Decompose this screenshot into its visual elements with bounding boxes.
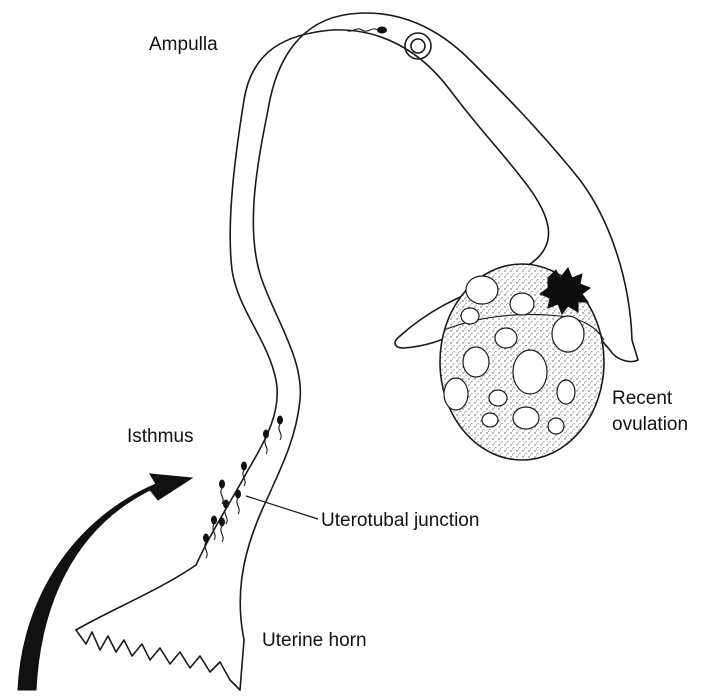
sperm-head xyxy=(203,534,209,543)
follicle xyxy=(557,380,575,404)
sperm-head xyxy=(377,27,387,34)
uterine-horn-left xyxy=(76,565,196,630)
uterine-horn-cut-edge xyxy=(76,630,240,690)
sperm-tail xyxy=(225,508,227,524)
sperm-head xyxy=(219,518,225,527)
sperm-tail xyxy=(237,498,239,514)
follicle xyxy=(463,347,489,377)
sperm-head xyxy=(211,516,217,525)
follicle xyxy=(548,418,564,434)
ovum-outer xyxy=(405,33,431,59)
sperm-head xyxy=(263,430,269,439)
sperm-head xyxy=(223,500,229,509)
follicle xyxy=(513,350,547,394)
uterine-horn-right xyxy=(240,640,244,690)
sperm-tail xyxy=(221,526,223,542)
sperm-head xyxy=(235,490,241,499)
follicle xyxy=(513,407,539,429)
follicle xyxy=(466,276,498,304)
sperm-tail xyxy=(279,424,281,440)
label-isthmus: Isthmus xyxy=(127,426,194,448)
sperm-head xyxy=(219,480,225,489)
follicle xyxy=(552,316,584,352)
sperm-tail xyxy=(265,438,267,454)
label-ampulla: Ampulla xyxy=(149,34,218,56)
sperm-head xyxy=(241,462,247,471)
follicle xyxy=(489,390,507,406)
label-uterine-horn: Uterine horn xyxy=(262,630,367,652)
sperm-tail xyxy=(221,488,223,504)
label-recent: Recent xyxy=(612,388,672,410)
ovum-inner xyxy=(411,39,425,53)
uterotubal-leader-line xyxy=(246,496,318,519)
sperm-head xyxy=(277,416,283,425)
follicle xyxy=(482,413,498,427)
follicle xyxy=(444,378,468,410)
follicle xyxy=(461,308,479,324)
follicle xyxy=(510,293,534,315)
label-ovulation: ovulation xyxy=(612,414,688,436)
follicle xyxy=(495,328,517,348)
sperm-isthmus xyxy=(203,416,283,559)
label-uterotubal-junction: Uterotubal junction xyxy=(321,510,479,532)
